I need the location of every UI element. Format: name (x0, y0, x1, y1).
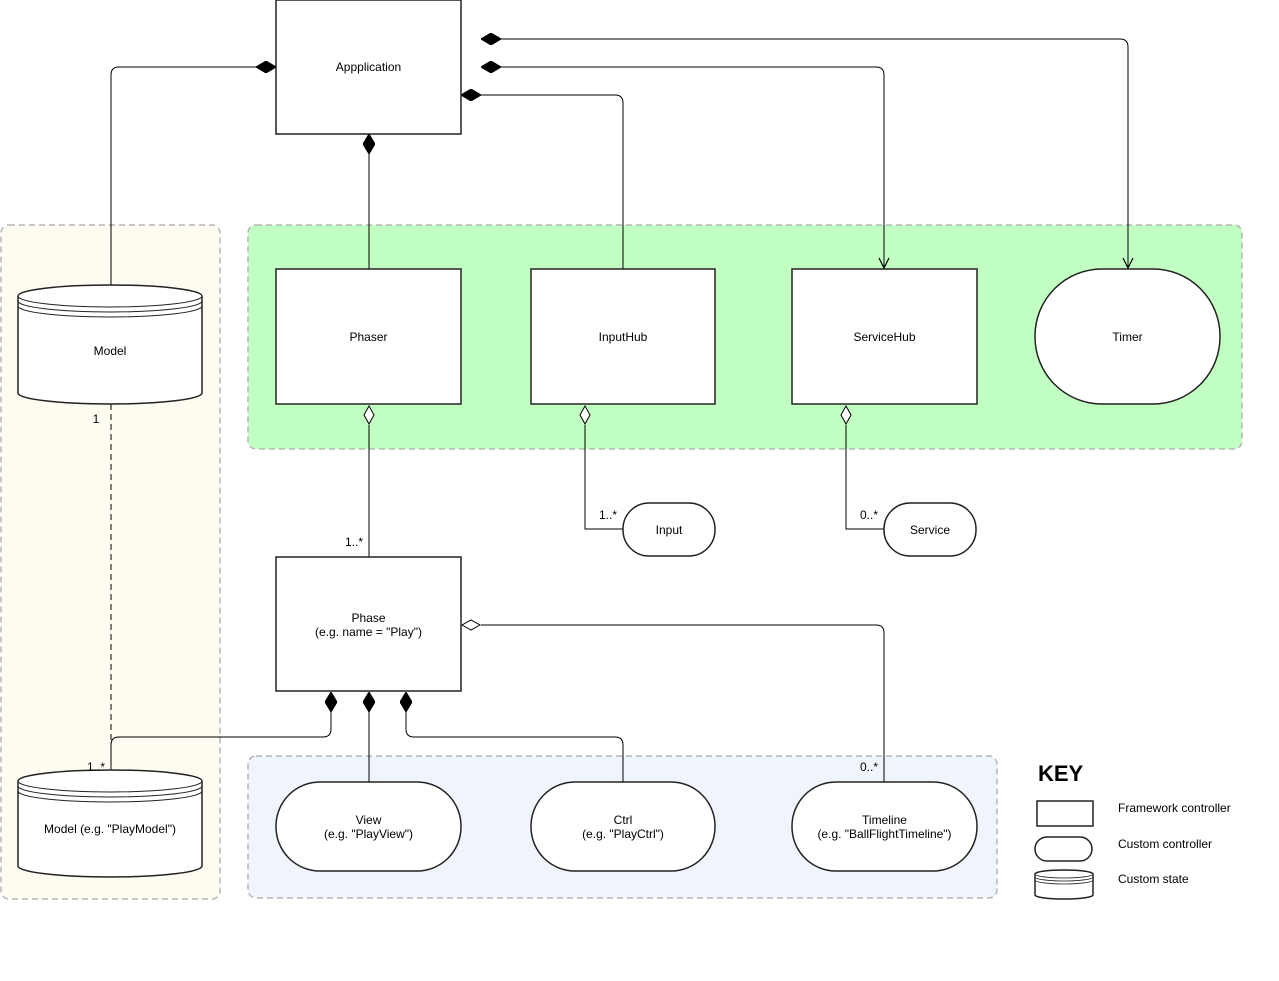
service-label: Service (910, 523, 950, 537)
legend-title: KEY (1038, 761, 1084, 786)
legend-framework-label: Framework controller (1118, 801, 1231, 815)
application-label: Appplication (336, 60, 401, 74)
legend-framework-swatch (1036, 800, 1094, 827)
ctrl-example-label: (e.g. "PlayCtrl") (582, 827, 664, 841)
multiplicity-model-many: 1..* (87, 760, 105, 774)
view-label: View (356, 813, 382, 827)
node-servicehub: ServiceHub (791, 268, 978, 405)
multiplicity-model-one: 1 (93, 412, 100, 426)
phaser-label: Phaser (349, 330, 387, 344)
multiplicity-service-many: 0..* (860, 508, 878, 522)
node-timeline: Timeline (e.g. "BallFlightTimeline") (791, 781, 978, 872)
play-model-label: Model (e.g. "PlayModel") (44, 822, 176, 836)
timeline-label: Timeline (862, 813, 907, 827)
node-application: Appplication (275, 0, 462, 135)
multiplicity-input-many: 1..* (599, 508, 617, 522)
multiplicity-phase-many: 1..* (345, 535, 363, 549)
node-service: Service (883, 502, 977, 557)
legend-custom-state-label: Custom state (1118, 872, 1189, 886)
legend-custom-state-swatch (1034, 869, 1094, 900)
legend: KEY Framework controller Custom controll… (1034, 761, 1231, 900)
ctrl-label: Ctrl (614, 813, 633, 827)
timer-label: Timer (1112, 330, 1142, 344)
node-input: Input (622, 502, 716, 557)
servicehub-label: ServiceHub (853, 330, 915, 344)
framework-group (247, 224, 1243, 450)
inputhub-label: InputHub (599, 330, 648, 344)
node-model: Model (17, 284, 203, 405)
edge-playmodel-phase (110, 712, 331, 772)
phase-label: Phase (351, 611, 385, 625)
node-timer: Timer (1034, 268, 1221, 405)
edge-input-inputhub (585, 425, 623, 530)
node-view: View (e.g. "PlayView") (275, 781, 462, 872)
node-play-model: Model (e.g. "PlayModel") (17, 769, 203, 878)
phase-example-label: (e.g. name = "Play") (315, 625, 422, 639)
multiplicity-timeline-many: 0..* (860, 760, 878, 774)
legend-custom-controller-swatch (1034, 836, 1093, 862)
node-inputhub: InputHub (530, 268, 716, 405)
edge-ctrl-phase (406, 712, 624, 782)
legend-custom-controller-label: Custom controller (1118, 837, 1212, 851)
view-example-label: (e.g. "PlayView") (324, 827, 413, 841)
node-phaser: Phaser (275, 268, 462, 405)
edge-service-servicehub (846, 425, 884, 530)
input-label: Input (656, 523, 683, 537)
timeline-example-label: (e.g. "BallFlightTimeline") (817, 827, 951, 841)
edge-application-timer (481, 39, 1128, 268)
edge-model-application (110, 67, 256, 285)
edge-timeline-phase (481, 625, 885, 782)
node-phase: Phase (e.g. name = "Play") (275, 556, 462, 692)
node-ctrl: Ctrl (e.g. "PlayCtrl") (530, 781, 716, 872)
model-label: Model (94, 344, 127, 358)
